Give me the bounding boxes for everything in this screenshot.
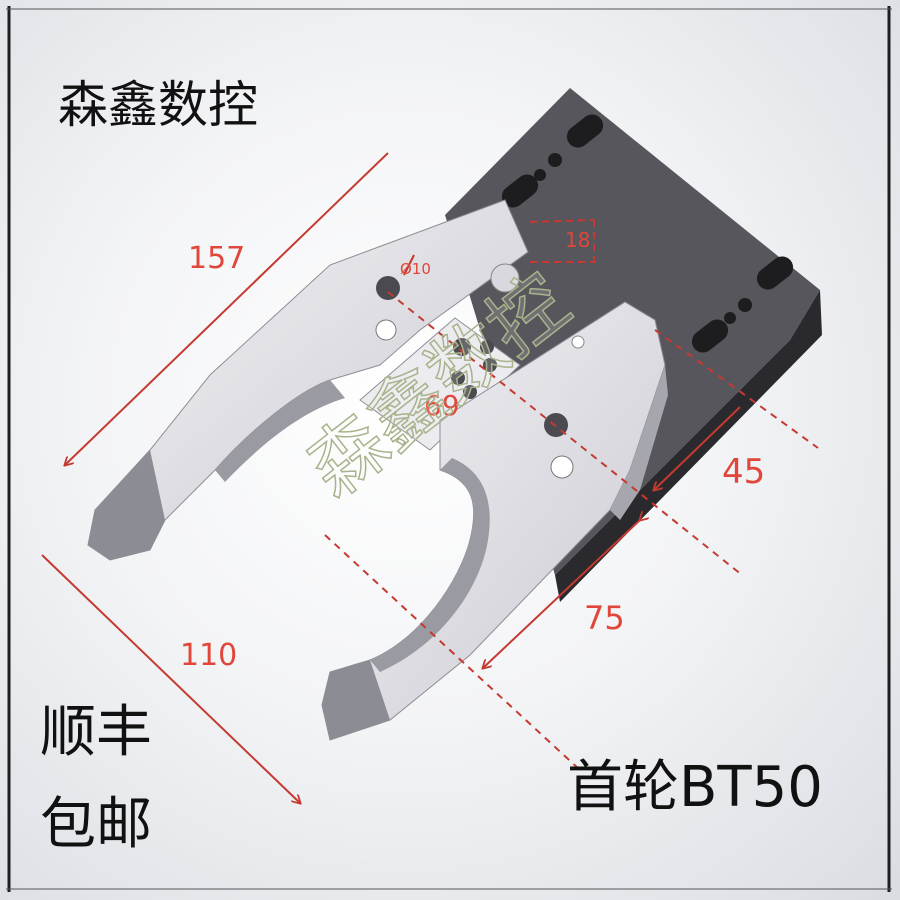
dimension-69: 69 [424,389,460,422]
brand-title: 森鑫数控 [58,76,258,134]
dimension-75: 75 [584,599,625,637]
dimension-lines [41,152,819,803]
dimension-18: 18 [565,228,591,252]
dimension-phi10: Ø10 [400,260,431,278]
model-label: 首轮BT50 [567,755,823,820]
dimension-157: 157 [188,241,246,276]
dimension-110: 110 [180,638,238,673]
dimension-45: 45 [722,452,766,492]
image-frame [6,6,892,892]
shipping-label-line1: 顺丰 [40,700,152,765]
shipping-label-line2: 包邮 [40,792,152,857]
left-fork-arm [87,199,529,561]
